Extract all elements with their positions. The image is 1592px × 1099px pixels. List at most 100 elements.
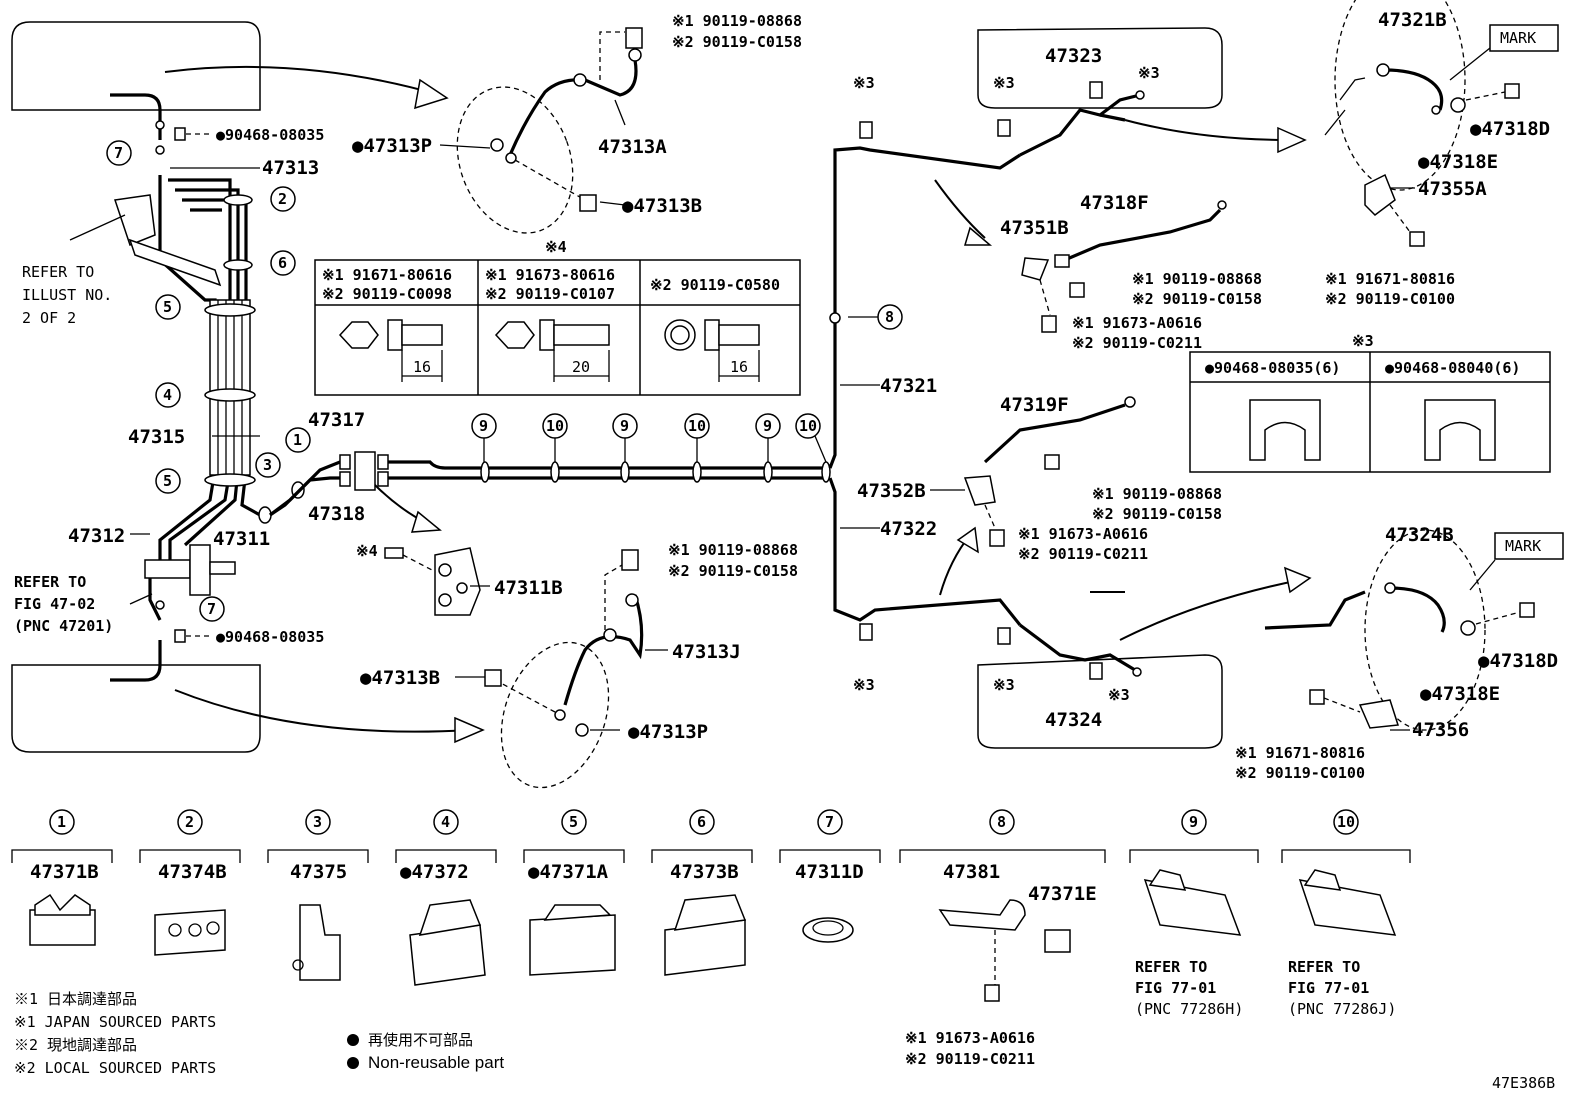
svg-text:6: 6: [278, 254, 287, 272]
bolt-table-c2-dim: 20: [572, 358, 590, 376]
svg-text:5: 5: [569, 813, 578, 831]
vehicle-outline-bottom: [11, 664, 261, 753]
bolt-table-c2-l2: ※2 90119-C0107: [485, 285, 615, 303]
nonreusable-dot-2: [347, 1057, 359, 1069]
bolt-table-c3-l1: ※2 90119-C0580: [650, 276, 780, 294]
bracket-47356: [1358, 699, 1399, 729]
label-47318F: 47318F: [1080, 192, 1149, 214]
label-47313J: 47313J: [672, 641, 741, 663]
clip-table-c2: ●90468-08040(6): [1385, 359, 1520, 377]
svg-text:8: 8: [997, 813, 1006, 831]
legend-pn-3: 47375: [290, 861, 347, 883]
svg-text:3: 3: [263, 456, 272, 474]
svg-text:4: 4: [163, 386, 172, 404]
legend-ref-10-2: FIG 77-01: [1288, 979, 1369, 997]
vehicle-outline-right-bottom: [977, 654, 1223, 749]
bolt-bot-mid-1: ※1 90119-08868: [668, 541, 798, 559]
svg-text:10: 10: [688, 417, 706, 435]
bolt-table: [314, 259, 801, 396]
detail-ellipse-top-right: [1334, 0, 1466, 191]
joint-47311B-detail: [384, 547, 481, 616]
legend-ref-9-1: REFER TO: [1135, 958, 1207, 976]
bolt-table-c1-l1: ※1 91671-80616: [322, 266, 452, 284]
bolt-r4-2: ※2 90119-C0211: [1018, 545, 1148, 563]
legend-pn-8b: 47371E: [1028, 883, 1097, 905]
label-47311: 47311: [213, 528, 270, 550]
svg-text:6: 6: [697, 813, 706, 831]
legend-ref-10-3: (PNC 77286J): [1288, 1000, 1396, 1018]
label-47321B: 47321B: [1378, 9, 1447, 31]
bolt-tr-1: ※1 91671-80816: [1325, 270, 1455, 288]
note-refer-fig-2: FIG 47-02: [14, 595, 95, 613]
legend-pn-2: 47374B: [158, 861, 227, 883]
bolt-r3-1: ※1 90119-08868: [1092, 485, 1222, 503]
label-47351B: 47351B: [1000, 217, 1069, 239]
legend-ref-9-2: FIG 77-01: [1135, 979, 1216, 997]
label-90468-bot: ●90468-08035: [216, 628, 324, 646]
label-47318D-bot: ●47318D: [1478, 650, 1558, 672]
legend-pn-8: 47381: [943, 861, 1000, 883]
mark-box-top: [1489, 24, 1559, 52]
label-47318E-top: ●47318E: [1418, 151, 1498, 173]
arrow-bottom-left: [174, 689, 471, 733]
label-90468-top: ●90468-08035: [216, 126, 324, 144]
svg-text:3: 3: [313, 813, 322, 831]
bolt-r2-1: ※1 91673-A0616: [1072, 314, 1202, 332]
footnote-j1: ※1 日本調達部品: [14, 990, 137, 1008]
label-47312: 47312: [68, 525, 125, 547]
star3-g: ※3: [1352, 332, 1374, 350]
svg-text:10: 10: [799, 417, 817, 435]
label-47323: 47323: [1045, 45, 1102, 67]
legend-pn-5: ●47371A: [528, 861, 609, 883]
bolt-table-c3-dim: 16: [730, 358, 748, 376]
svg-text:2: 2: [278, 190, 287, 208]
legend-pn-4: ●47372: [400, 861, 469, 883]
circle-numbers: 7 2 6 5 4 5 3 1 7 8 9 10 9 10 9 10: [106, 140, 903, 622]
legend-ref-10-1: REFER TO: [1288, 958, 1360, 976]
bracket-47355A: [1364, 173, 1396, 216]
mark-label-bottom: MARK: [1505, 537, 1541, 555]
label-47313B-top: ●47313B: [622, 195, 702, 217]
label-47321: 47321: [880, 375, 937, 397]
label-47313B-bot: ●47313B: [360, 667, 440, 689]
junction-bracket: [114, 194, 156, 246]
bolt-r1-1: ※1 90119-08868: [1132, 270, 1262, 288]
star3-c: ※3: [1138, 64, 1160, 82]
label-47324B: 47324B: [1385, 524, 1454, 546]
svg-text:8: 8: [885, 308, 894, 326]
svg-text:10: 10: [546, 417, 564, 435]
label-47356: 47356: [1412, 719, 1469, 741]
bolt-r3-2: ※2 90119-C0158: [1092, 505, 1222, 523]
vehicle-outline-right-top: [977, 27, 1223, 109]
tube-joint-47311B: [354, 451, 376, 491]
mark-box-bottom: [1494, 532, 1564, 560]
detail-ellipse-bottom-right: [1364, 529, 1486, 731]
detail-ellipse-top: [456, 86, 574, 234]
bolt-table-c2-l1: ※1 91673-80616: [485, 266, 615, 284]
svg-text:9: 9: [1189, 813, 1198, 831]
legend-pn-7: 47311D: [795, 861, 864, 883]
footnote-nr-j: 再使用不可部品: [368, 1031, 473, 1049]
svg-text:1: 1: [293, 431, 302, 449]
footnote-e1: ※1 JAPAN SOURCED PARTS: [14, 1013, 216, 1031]
tube-bundle-47315: [158, 175, 270, 570]
label-47317: 47317: [308, 409, 365, 431]
svg-text:4: 4: [441, 813, 450, 831]
bolt-table-c1-dim: 16: [413, 358, 431, 376]
label-47315: 47315: [128, 426, 185, 448]
bolt-br-2: ※2 90119-C0100: [1235, 764, 1365, 782]
star3-d: ※3: [853, 676, 875, 694]
bolt-r2-2: ※2 90119-C0211: [1072, 334, 1202, 352]
bolt-bot-mid-2: ※2 90119-C0158: [668, 562, 798, 580]
clip-table-c1: ●90468-08035(6): [1205, 359, 1340, 377]
svg-text:9: 9: [620, 417, 629, 435]
label-47318: 47318: [308, 503, 365, 525]
bolt-bottom-2: ※2 90119-C0211: [905, 1050, 1035, 1068]
nonreusable-dot-1: [347, 1034, 359, 1046]
svg-text:9: 9: [763, 417, 772, 435]
star3-e: ※3: [993, 676, 1015, 694]
label-47313: 47313: [262, 157, 319, 179]
vehicle-outline-top: [11, 21, 261, 111]
legend-labels: 1 2 3 4 5 6 7 8 9 10 47371B 47374B 47375…: [30, 809, 1396, 1018]
mark-label-top: MARK: [1500, 29, 1536, 47]
